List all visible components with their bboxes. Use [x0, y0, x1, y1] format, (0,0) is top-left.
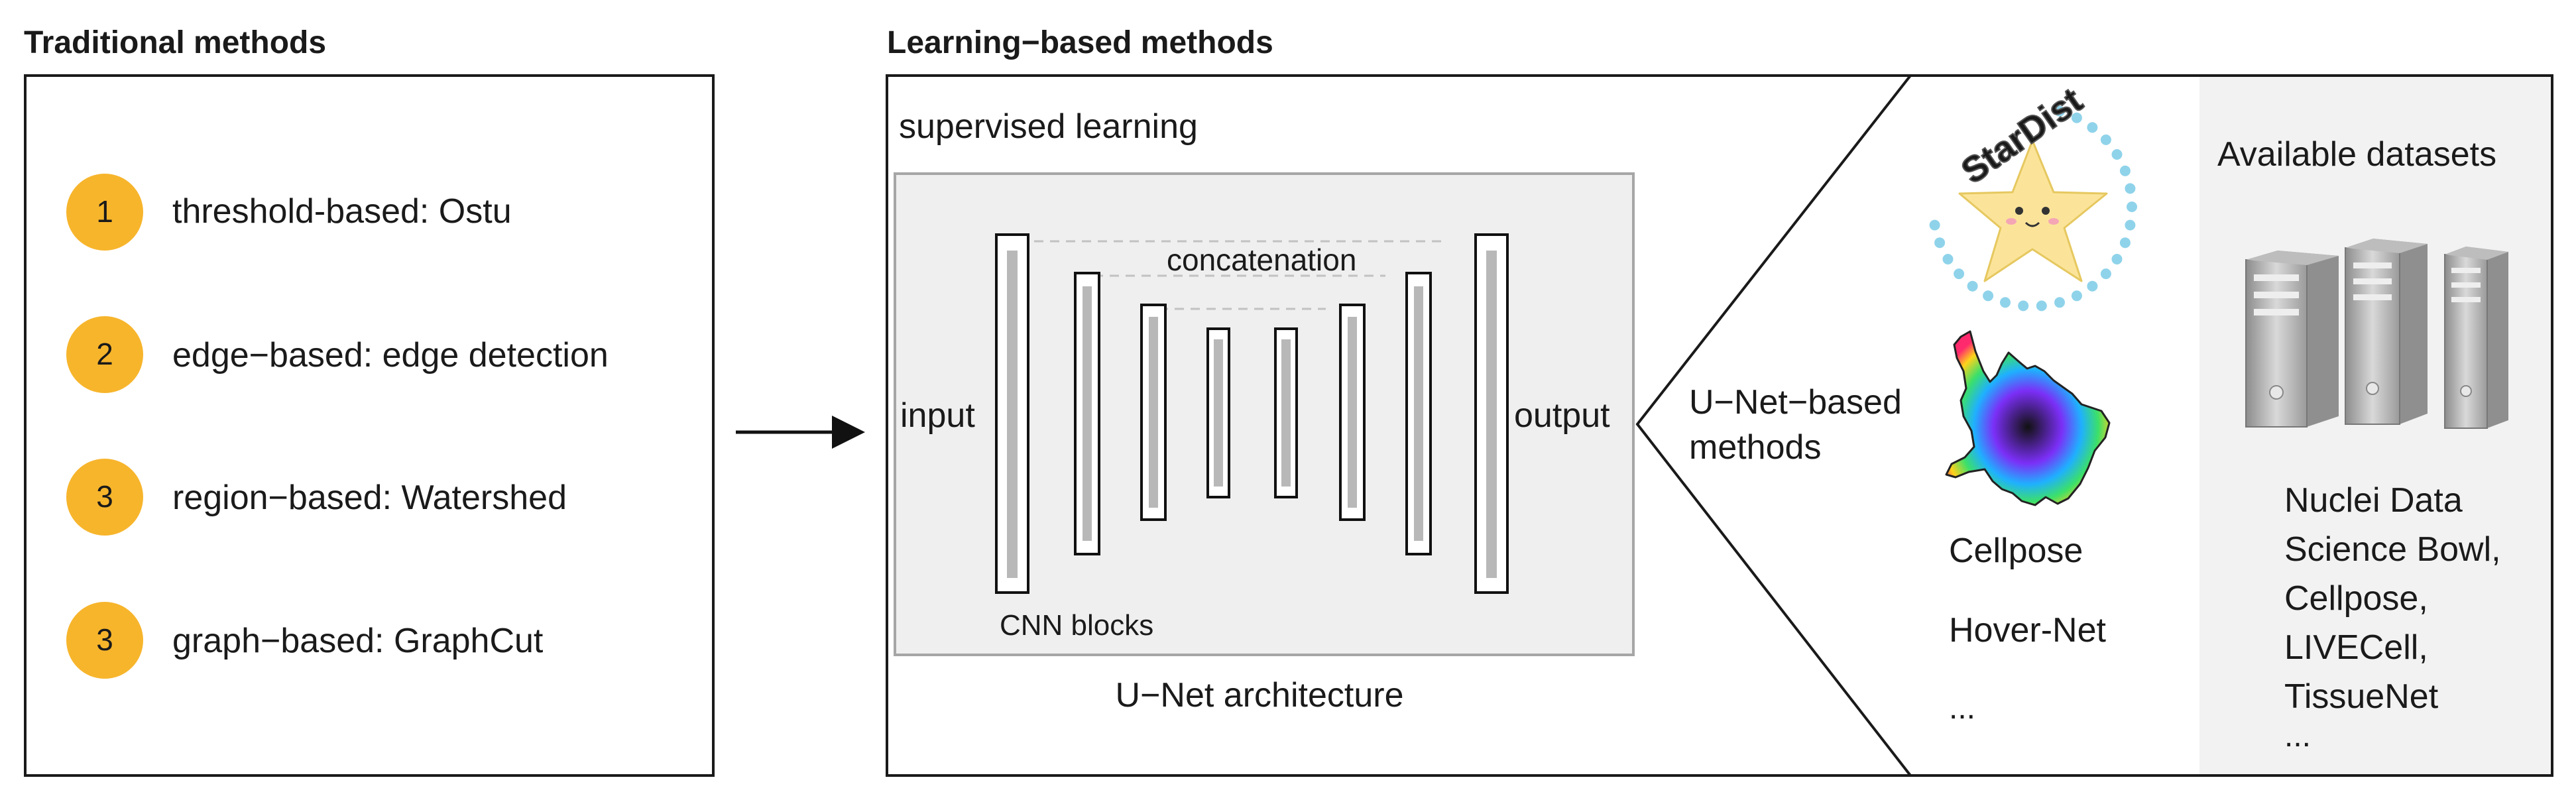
ring-dot: [2119, 237, 2131, 249]
ring-dot: [1983, 290, 1994, 302]
ring-dot: [2125, 219, 2136, 231]
learning-panel: [886, 74, 2553, 777]
unet-method-item: Hover-Net: [1949, 611, 2106, 650]
ring-dot: [2018, 300, 2029, 312]
dot-ring: [1929, 105, 2137, 312]
dataset-line: Science Bowl,: [2284, 530, 2501, 569]
ring-dot: [1967, 280, 1978, 292]
dataset-line: ...: [2284, 718, 2311, 754]
ring-dot: [2100, 268, 2111, 280]
number-badge-text: 1: [96, 194, 113, 229]
traditional-item: 1 threshold-based: Ostu: [66, 174, 512, 251]
dataset-line: Cellpose,: [2284, 579, 2428, 618]
cnn-block: [1140, 304, 1167, 521]
method-label: graph−based: GraphCut: [172, 622, 544, 660]
ring-dot: [2111, 149, 2123, 160]
ring-dot: [2125, 183, 2136, 194]
ring-dot: [1929, 219, 1940, 231]
ring-dot: [2054, 105, 2065, 117]
cnn-block: [1274, 327, 1298, 498]
cnn-block: [1074, 272, 1100, 555]
star-icon: [1958, 139, 2108, 282]
method-label: region−based: Watershed: [172, 479, 567, 517]
supervised-learning-label: supervised learning: [899, 107, 1198, 146]
traditional-panel: [24, 74, 715, 777]
traditional-item: 3 graph−based: GraphCut: [66, 602, 544, 679]
chevron-bracket: [1635, 74, 1912, 777]
number-badge: [66, 316, 143, 393]
number-badge: [66, 174, 143, 251]
number-badge: [66, 459, 143, 536]
input-label: input: [900, 396, 975, 435]
dataset-line: TissueNet: [2284, 677, 2439, 716]
server-icon: [2245, 239, 2508, 429]
ring-dot: [2111, 254, 2123, 264]
ring-dot: [1954, 268, 1965, 280]
learning-heading: Learning−based methods: [887, 25, 1273, 60]
cnn-block: [1339, 304, 1366, 521]
unet-method-item: ...: [1949, 691, 1975, 726]
cellpose-cell-image: [1945, 330, 2111, 506]
dataset-line: Nuclei Data: [2284, 481, 2463, 520]
number-badge: [66, 602, 143, 679]
cnn-block: [1405, 272, 1432, 555]
number-badge-text: 2: [96, 337, 113, 371]
ring-dot: [2071, 290, 2082, 302]
cnn-block: [1474, 233, 1509, 594]
dataset-line: LIVECell,: [2284, 628, 2428, 667]
ring-dot: [2071, 112, 2082, 123]
ring-dot: [2100, 134, 2111, 145]
output-label: output: [1514, 396, 1610, 435]
traditional-item: 3 region−based: Watershed: [66, 459, 567, 536]
ring-dot: [2054, 297, 2065, 308]
unet-caption: U−Net architecture: [1116, 676, 1404, 715]
ring-dot: [1934, 237, 1946, 249]
ring-dot: [2087, 122, 2098, 133]
traditional-heading: Traditional methods: [24, 25, 326, 60]
ring-dot: [2036, 300, 2047, 312]
unet-method-item: Cellpose: [1949, 532, 2083, 570]
stardist-logo: StarDist: [1929, 80, 2137, 312]
ring-dot: [2000, 297, 2011, 308]
unet-methods-label-line1: U−Net−based: [1689, 383, 1902, 422]
cnn-block: [1206, 327, 1230, 498]
number-badge-text: 3: [96, 479, 113, 514]
ring-dot: [2127, 201, 2137, 212]
cnn-block: [995, 233, 1029, 594]
datasets-heading: Available datasets: [2217, 135, 2496, 174]
traditional-item: 2 edge−based: edge detection: [66, 316, 609, 393]
unet-methods-label-line2: methods: [1689, 428, 1821, 467]
ring-dot: [2119, 165, 2131, 176]
cnn-blocks-label: CNN blocks: [1000, 609, 1153, 642]
ring-dot: [1942, 254, 1954, 264]
ring-dot: [2087, 280, 2098, 292]
concatenation-label: concatenation: [1167, 243, 1356, 277]
method-label: edge−based: edge detection: [172, 336, 609, 374]
method-label: threshold-based: Ostu: [172, 192, 512, 231]
number-badge-text: 3: [96, 622, 113, 657]
